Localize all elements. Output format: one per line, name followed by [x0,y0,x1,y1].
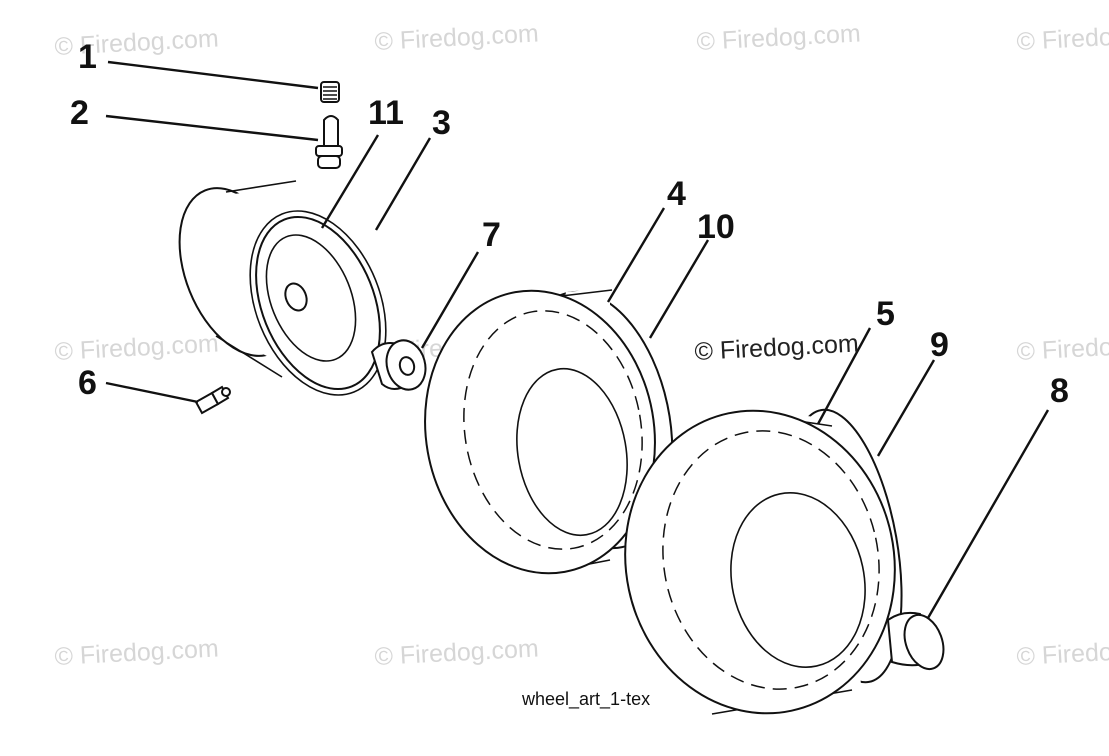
leader-line-4 [606,207,666,303]
bushing-part [370,339,427,391]
leader-line-9 [876,359,936,457]
callout-10: 10 [697,208,735,246]
valve-cap-part [320,81,340,103]
end-cap-part [886,611,945,671]
leader-line-3 [374,137,432,231]
callout-3: 3 [432,104,451,142]
diagram-caption: wheel_art_1-tex [521,689,650,710]
leader-line-7 [420,251,480,349]
callout-1: 1 [78,38,97,76]
front-tire-part [424,288,674,575]
watermark: © Firedog.com [374,634,540,671]
leader-line-8 [926,409,1050,619]
callout-5: 5 [876,295,895,333]
leader-line-1 [107,60,319,90]
copyright-notice: © Firedog.com [694,329,860,366]
callout-labels: 1 2 11 3 4 10 7 6 5 9 8 [70,38,1069,410]
callout-6: 6 [78,364,97,402]
callout-11: 11 [368,94,404,132]
watermark: © Firedog.com [1016,19,1109,56]
callout-8: 8 [1050,372,1069,410]
rear-tire-part [624,408,903,715]
watermark: © Firedog.com [54,329,220,366]
watermark: © Firedog.com [374,19,540,56]
leader-line-2 [105,114,319,142]
grease-fitting-part [194,385,231,415]
callout-2: 2 [70,94,89,132]
callout-9: 9 [930,326,949,364]
watermark: © Firedog.com [1016,329,1109,366]
leader-line-11 [320,134,380,229]
leader-line-6 [105,381,199,404]
leader-lines [105,60,1050,619]
watermark: © Firedog.com [696,19,862,56]
leader-line-10 [648,239,710,339]
callout-7: 7 [482,216,501,254]
watermark: © Firedog.com [54,634,220,671]
wheel-rim-part [178,180,387,396]
valve-stem-part [315,115,343,169]
leader-line-5 [816,327,872,425]
callout-4: 4 [667,175,686,213]
watermark: © Firedog.com [1016,634,1109,671]
